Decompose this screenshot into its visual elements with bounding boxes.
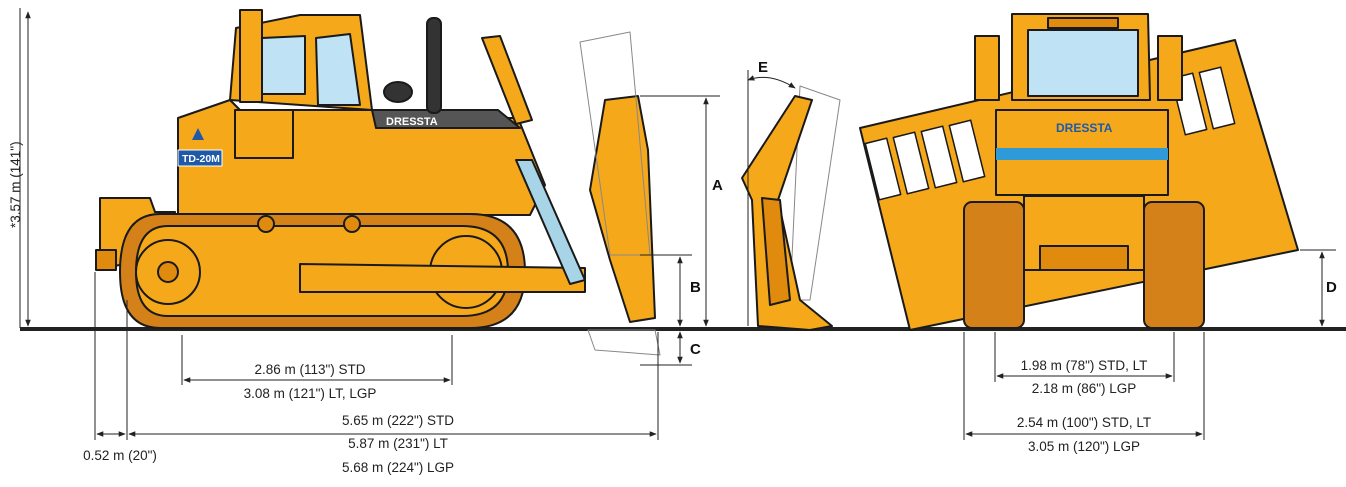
front-stripe [996,148,1168,160]
front-antenna-right [1157,35,1183,101]
sprocket-hub [157,261,179,283]
push-arm [299,263,586,293]
cab-door-panel [234,109,294,159]
overall-length-lgp-label: 5.68 m (224") LGP [342,460,454,475]
front-cab-vent [1047,17,1119,29]
front-lower-plate [1039,245,1129,271]
model-badge-bg [177,149,223,167]
label-e: E [758,59,768,76]
front-brand-logo: DRESSTA [1056,121,1113,135]
overall-length-std-label: 5.65 m (222") STD [342,413,454,428]
d-dimension: D [1300,249,1337,327]
label-d: D [1326,279,1337,296]
width-dimension: 2.54 m (100") STD, LT 3.05 m (120") LGP [963,332,1205,454]
overall-length-lt-label: 5.87 m (231") LT [348,436,448,451]
height-dimension: *3.57 m (141") [8,8,31,328]
cab-window-front [315,33,361,106]
lift-cylinder [515,159,586,285]
front-track-right [1143,201,1205,329]
front-track-left [963,201,1025,329]
air-precleaner [383,81,413,103]
front-antenna-left [974,35,1000,101]
track-length-lt-lgp-label: 3.08 m (121") LT, LGP [244,386,377,401]
front-cab-window [1027,29,1139,97]
hood-top-dark [371,109,521,129]
side-blade [589,95,656,323]
width-lgp-label: 3.05 m (120") LGP [1028,439,1140,454]
lift-arm [481,35,533,125]
gauge-std-lt-label: 1.98 m (78") STD, LT [1021,358,1148,373]
gauge-dimension: 1.98 m (78") STD, LT 2.18 m (86") LGP [994,332,1175,396]
rear-hitch-block [95,249,117,271]
height-label: *3.57 m (141") [8,141,23,228]
track-length-std-label: 2.86 m (113") STD [254,362,365,377]
front-view-dozer: DRESSTA [859,13,1299,331]
blade-ghost-low [587,329,661,356]
side-brand-logo: DRESSTA [386,116,438,128]
cab-window-side [261,35,306,95]
track-length-dimension: 2.86 m (113") STD 3.08 m (121") LT, LGP [181,335,453,401]
model-badge-text: TD-20M [182,153,220,165]
carrier-roller-1 [257,215,275,233]
pitch-blade-ghost [789,85,841,301]
carrier-roller-2 [343,215,361,233]
gauge-lgp-label: 2.18 m (86") LGP [1032,381,1137,396]
blade-pitch-view: E [741,59,841,331]
overall-length-dimension: 5.65 m (222") STD 5.87 m (231") LT 5.68 … [83,272,659,475]
rear-overhang-label: 0.52 m (20") [83,448,157,463]
label-a: A [712,177,723,194]
pitch-blade [741,95,833,331]
side-view-dozer: DRESSTA TD-20M [95,9,661,356]
blade-dimensions: A B C [640,95,723,366]
pitch-blade-inner [761,197,791,306]
label-b: B [690,279,701,296]
width-std-lt-label: 2.54 m (100") STD, LT [1017,415,1151,430]
badge-logo [192,128,204,140]
label-c: C [690,341,701,358]
exhaust-stack [426,17,442,114]
side-antenna [239,9,263,103]
